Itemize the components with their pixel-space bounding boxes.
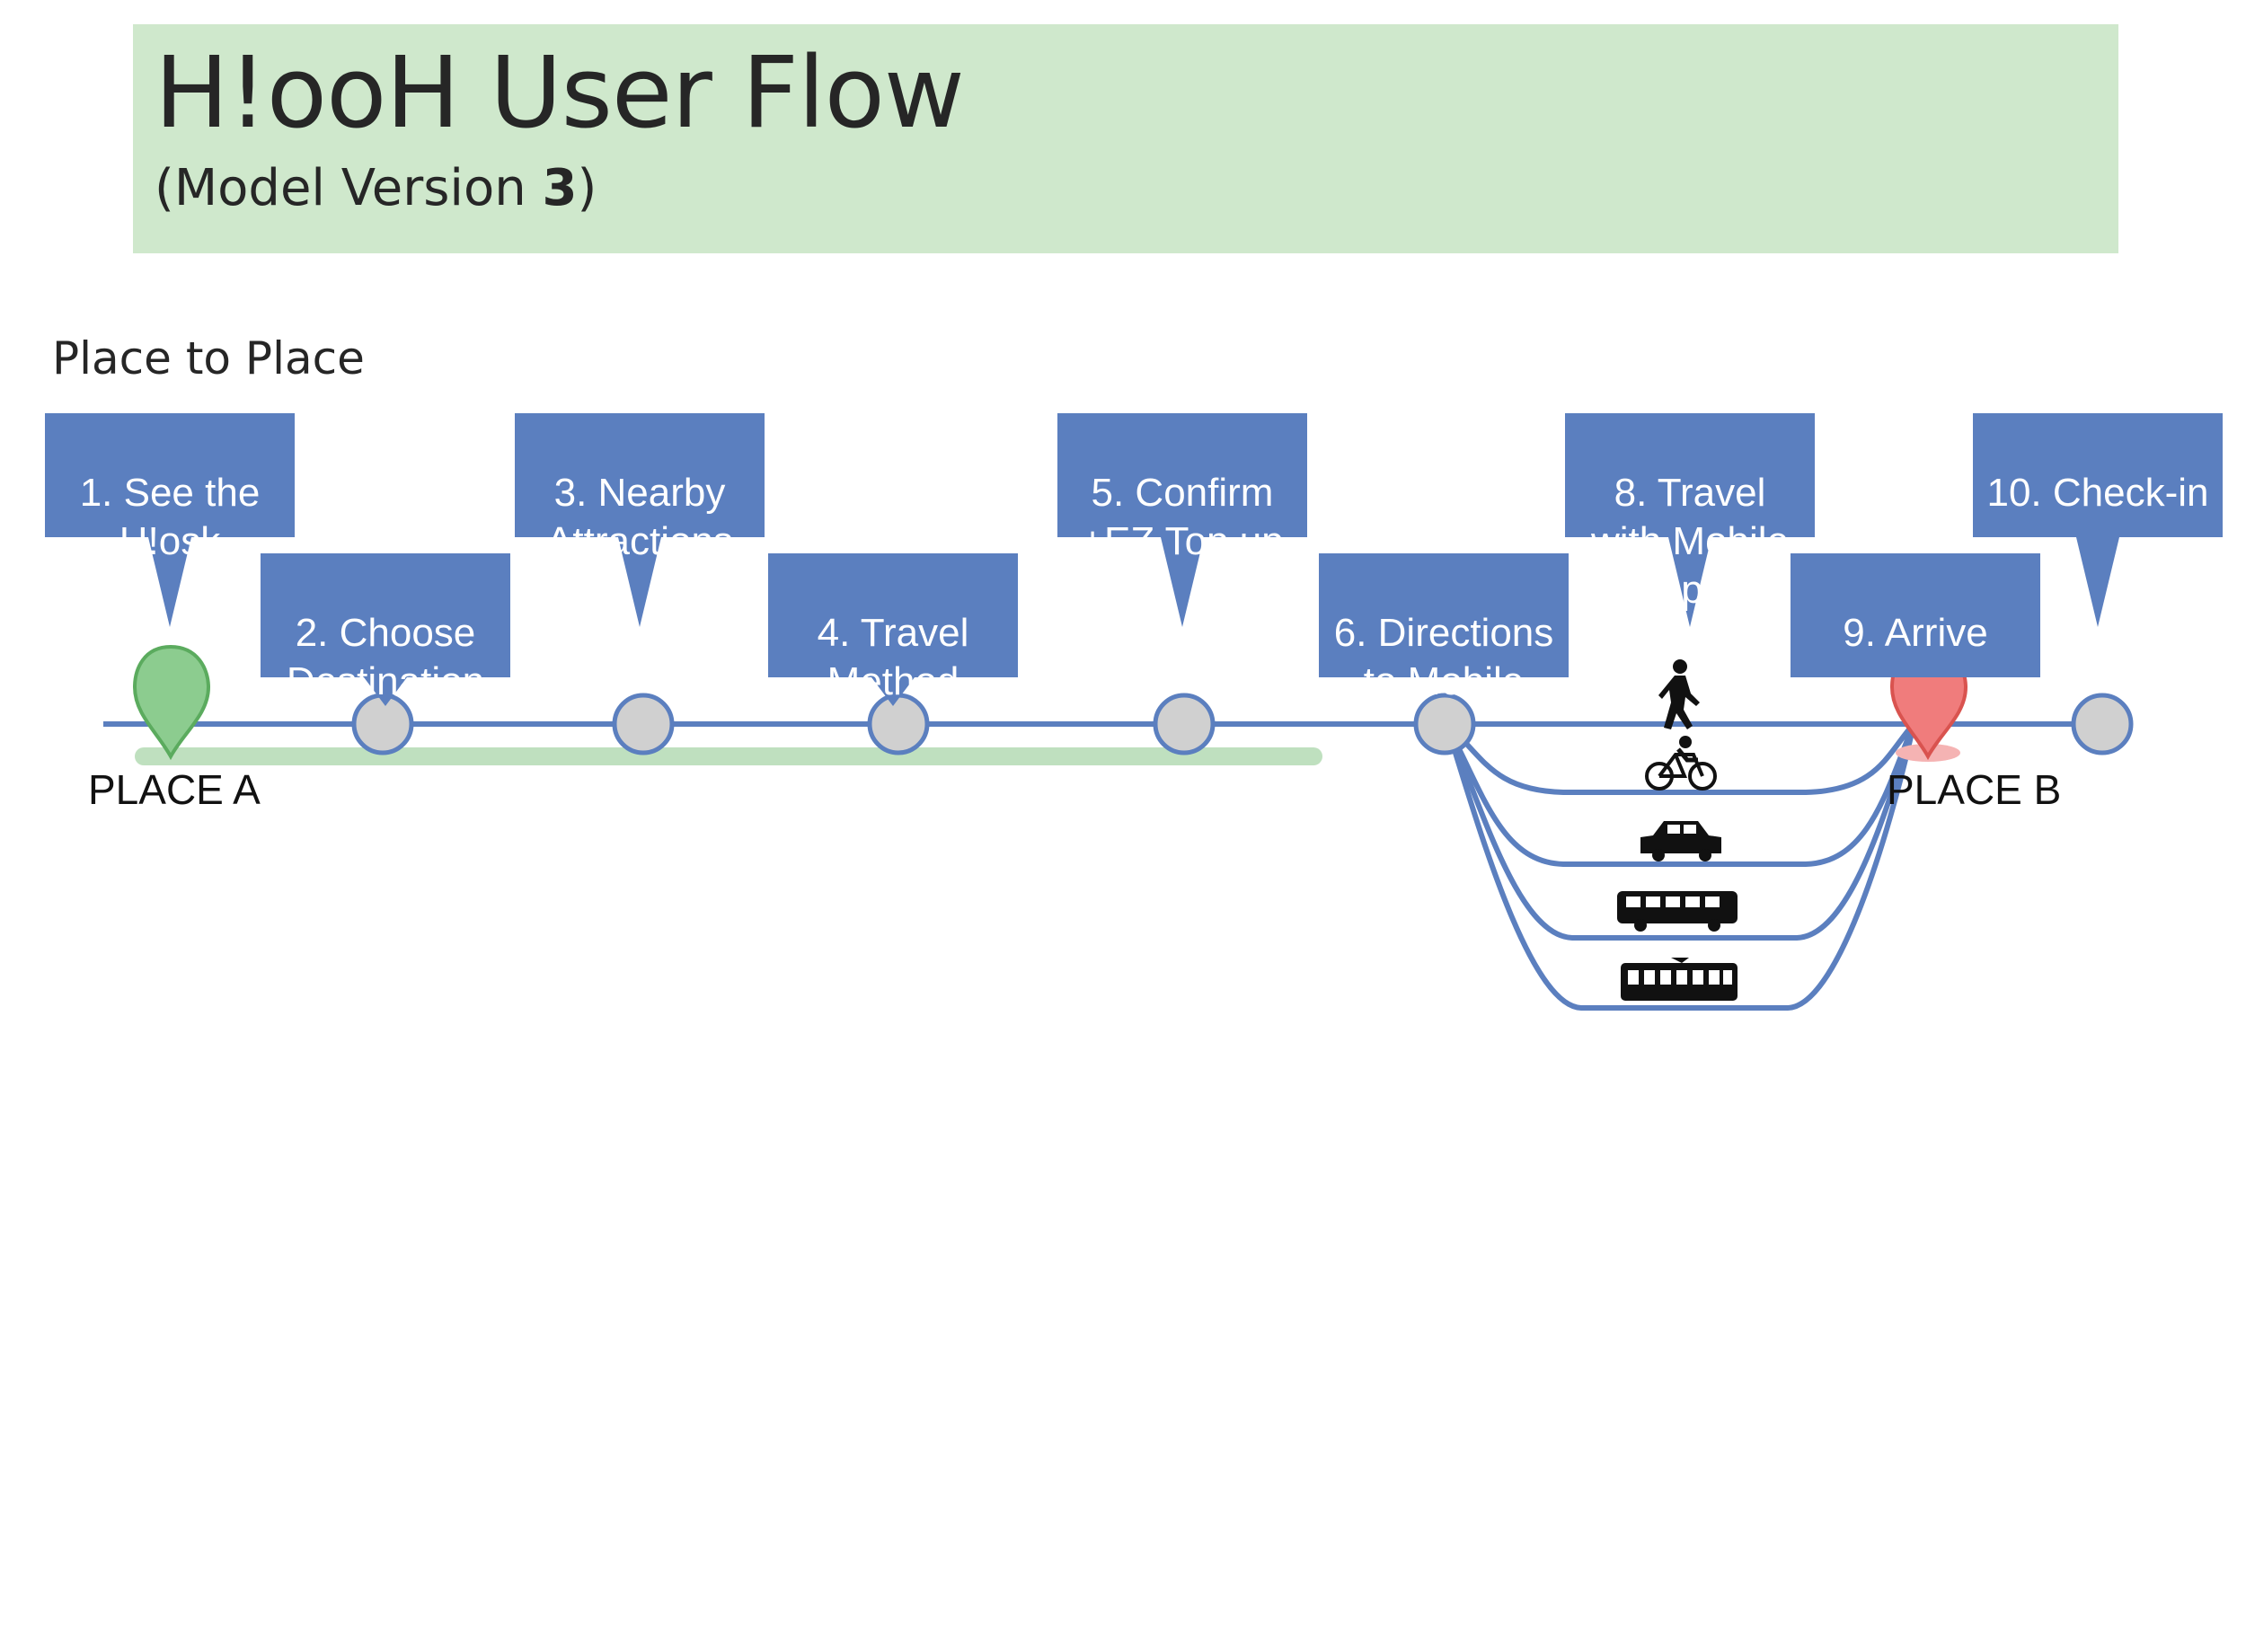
route-curve-tram [1444, 723, 1916, 1011]
title-banner: H!ooH User Flow (Model Version 3) [133, 24, 2118, 253]
step-4-callout-pointer [871, 677, 915, 706]
step-4-callout: 4. Travel Method [768, 553, 1018, 706]
step-8-callout: 8. Travel with Mobile App [1565, 413, 1815, 627]
completed-segment-highlight [135, 747, 1322, 765]
origin-pin-icon [132, 644, 211, 761]
tram-icon [1621, 958, 1738, 1001]
step-10-callout: 10. Check-in [1973, 413, 2223, 627]
step-2-callout: 2. Choose Destination [261, 553, 510, 706]
step-10-label: 10. Check-in [1986, 471, 2209, 515]
step-8-callout-pointer [1668, 537, 1711, 627]
route-curve-bus [1444, 722, 1916, 941]
node-step-3 [612, 693, 675, 755]
route-curve-car [1444, 722, 1916, 867]
step-4-label: 4. Travel Method [817, 611, 969, 703]
step-3-callout: 3. Nearby Attractions [515, 413, 765, 627]
step-10-callout-pointer [2076, 537, 2119, 627]
step-3-callout-pointer [618, 537, 661, 627]
origin-place-label: PLACE A [88, 766, 261, 813]
timeline-nodes [351, 693, 2134, 755]
step-5-callout-pointer [1161, 537, 1204, 627]
step-1-label: 1. See the H!osk [79, 471, 261, 563]
subtitle-prefix: (Model Version [155, 159, 543, 217]
car-icon [1640, 821, 1721, 861]
step-6-callout: 6. Directions to Mobile [1319, 553, 1569, 703]
node-step-6 [1413, 693, 1476, 755]
page-subtitle: (Model Version 3) [155, 159, 597, 217]
bicycle-icon [1645, 736, 1717, 791]
step-8-label: 8. Travel with Mobile App [1590, 471, 1790, 612]
destination-place-label: PLACE B [1887, 766, 2062, 813]
step-2-callout-pointer [364, 677, 407, 706]
bus-icon [1617, 891, 1738, 932]
step-1-callout: 1. See the H!osk [45, 413, 295, 627]
step-9-label: 9. Arrive [1843, 611, 1988, 655]
node-step-5 [1153, 693, 1216, 755]
step-2-label: 2. Choose Destination [286, 611, 485, 703]
page-title: H!ooH User Flow [155, 35, 965, 150]
model-version: 3 [542, 159, 578, 217]
route-curves [1444, 721, 1916, 1011]
step-6-label: 6. Directions to Mobile [1333, 611, 1554, 703]
route-curve-bike [1445, 721, 1916, 795]
walking-person-icon [1658, 659, 1700, 729]
subtitle-suffix: ) [577, 159, 597, 217]
step-9-callout: 9. Arrive [1791, 553, 2040, 677]
section-title: Place to Place [52, 332, 365, 384]
step-5-label: 5. Confirm +EZ Top up [1081, 471, 1284, 563]
step-3-label: 3. Nearby Attractions [546, 471, 733, 563]
step-1-callout-pointer [148, 537, 191, 627]
node-step-10 [2071, 693, 2134, 755]
step-5-callout: 5. Confirm +EZ Top up [1057, 413, 1307, 627]
